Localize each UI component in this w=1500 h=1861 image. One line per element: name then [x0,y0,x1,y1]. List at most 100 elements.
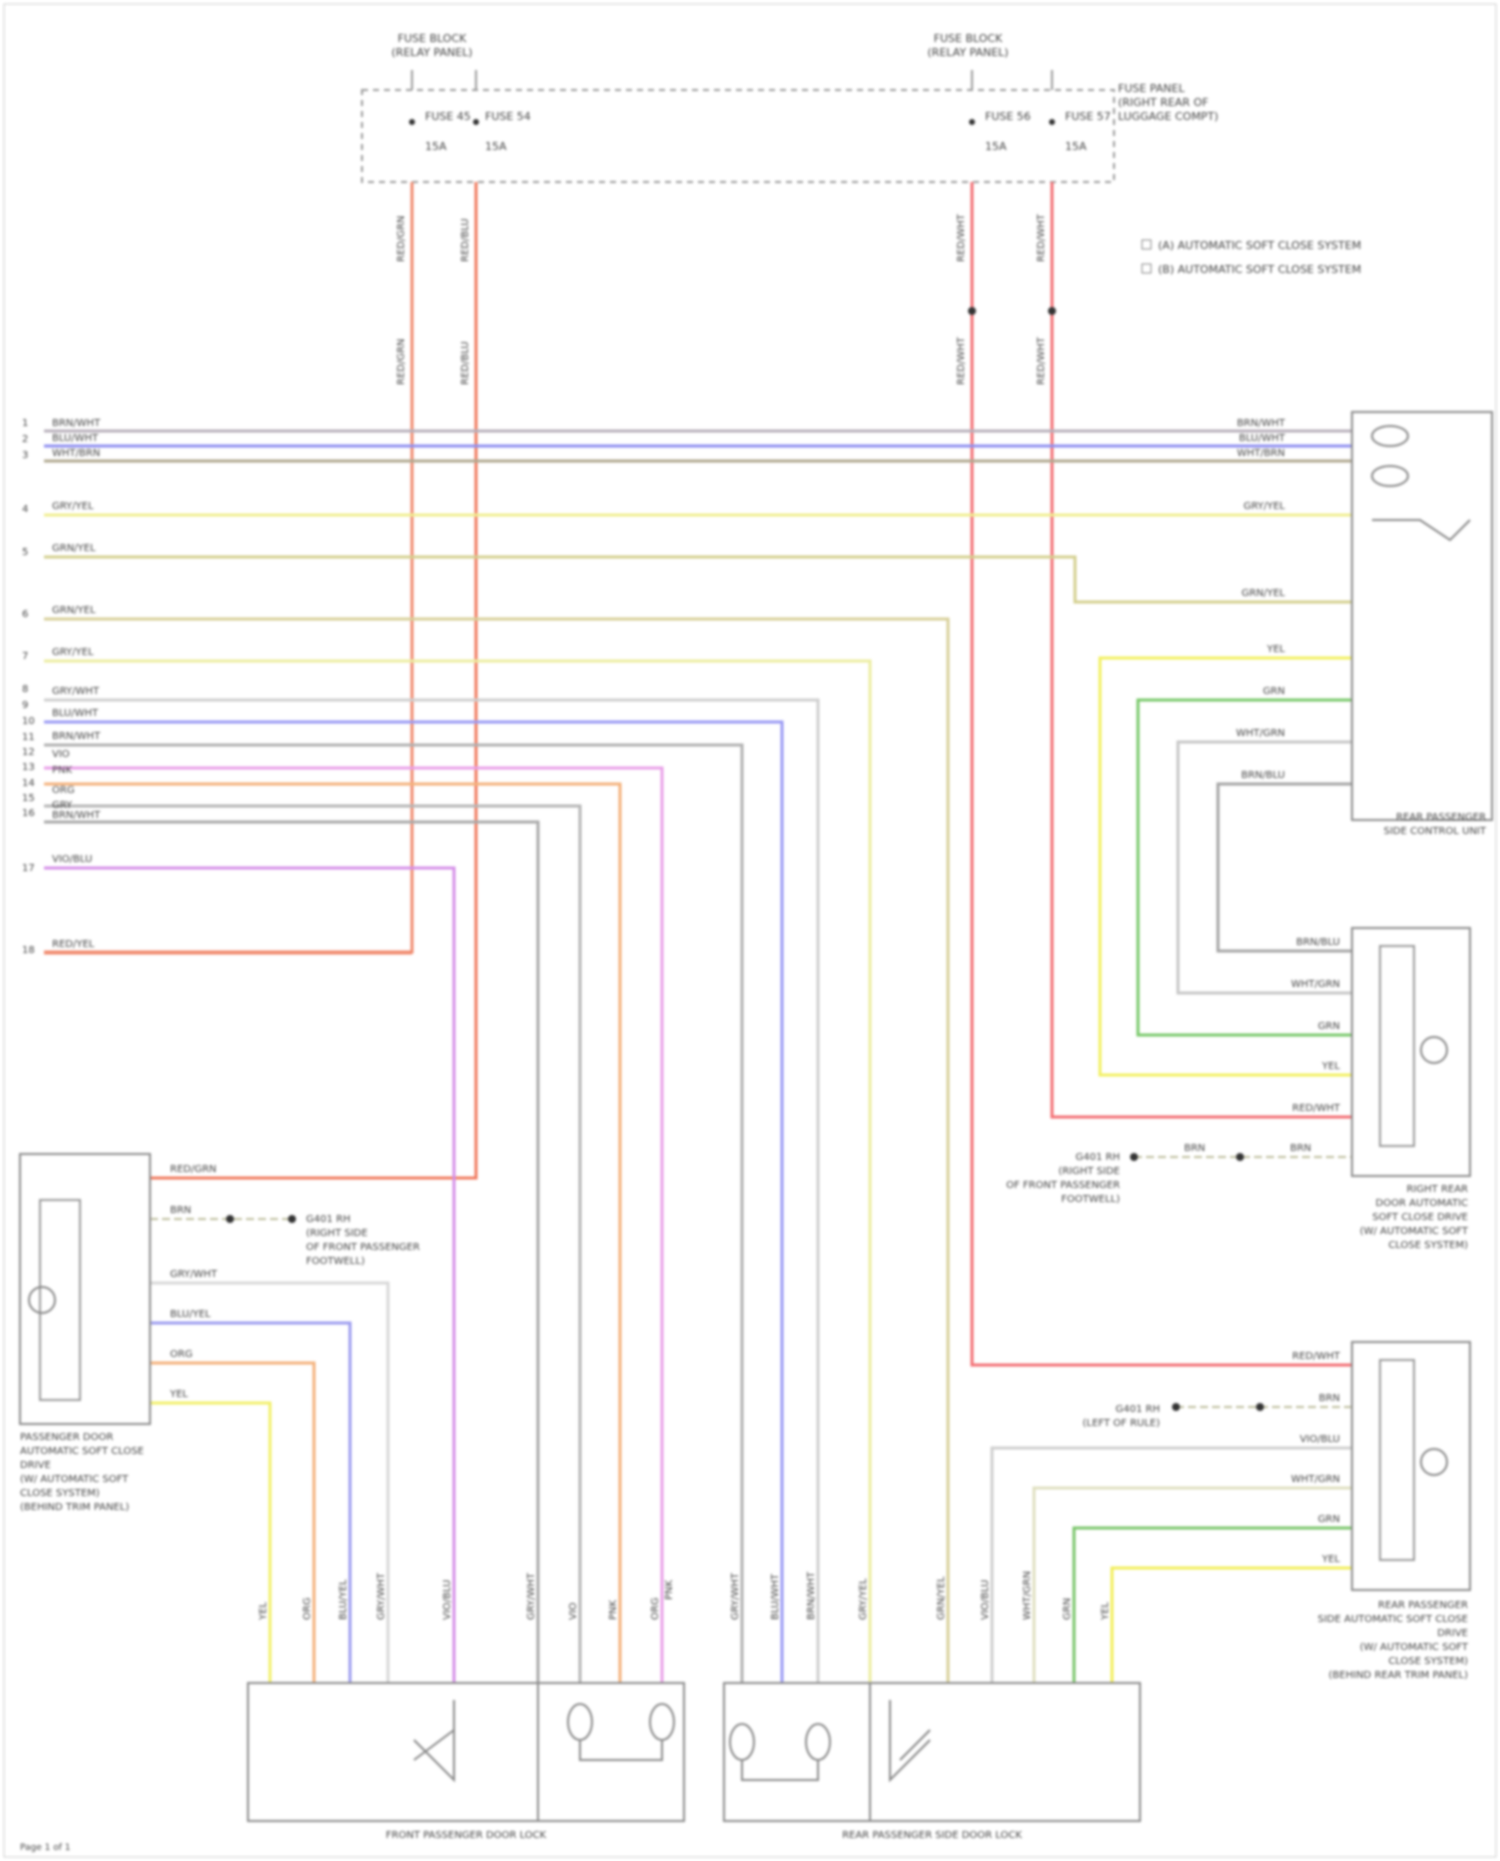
svg-text:BLU/WHT: BLU/WHT [52,433,99,444]
wire-fuse54 [150,182,476,1178]
svg-text:OF FRONT PASSENGER: OF FRONT PASSENGER [1006,1180,1120,1191]
svg-text:PNK: PNK [608,1599,619,1620]
front-passenger-door-lock: FRONT PASSENGER DOOR LOCK [248,1683,684,1841]
svg-text:LUGGAGE COMPT): LUGGAGE COMPT) [1118,110,1218,123]
svg-text:1: 1 [22,418,28,429]
svg-text:GRN/YEL: GRN/YEL [52,605,96,616]
wire-brn-right [1218,784,1352,951]
wire-fuse57 [1052,182,1352,1117]
svg-text:YEL: YEL [1321,1554,1340,1565]
connector-pin-numbers: 1 2 3 4 5 6 7 8 9 10 11 12 13 14 15 16 1… [22,418,35,956]
svg-text:15A: 15A [985,140,1007,153]
svg-text:(RIGHT SIDE: (RIGHT SIDE [1058,1166,1120,1177]
svg-text:YEL: YEL [258,1602,269,1621]
svg-text:WHT/GRN: WHT/GRN [1291,1474,1340,1485]
svg-text:BRN: BRN [170,1205,191,1216]
fuse-labels: FUSE 45 FUSE 54 15A 15A FUSE 56 FUSE 57 … [425,110,1111,153]
svg-text:GRY/YEL: GRY/YEL [52,647,94,658]
svg-text:(W/ AUTOMATIC SOFT: (W/ AUTOMATIC SOFT [1360,1226,1469,1237]
wire-bus-5 [44,557,1352,602]
wire-drop-11 [44,768,662,1683]
wire-left-2 [150,1323,350,1683]
svg-text:BRN/BLU: BRN/BLU [1296,937,1340,948]
svg-text:YEL: YEL [1100,1602,1111,1621]
svg-text:BRN/WHT: BRN/WHT [806,1571,817,1620]
svg-text:RED/WHT: RED/WHT [1292,1103,1341,1114]
svg-text:15: 15 [22,793,35,804]
page-footer: Page 1 of 1 [20,1843,71,1853]
right-bus-labels: BRN/WHT BLU/WHT WHT/BRN GRY/YEL GRN/YEL … [1236,418,1286,781]
wire-group [44,182,1352,1683]
svg-text:ORG: ORG [170,1349,193,1360]
svg-text:GRY/WHT: GRY/WHT [170,1269,218,1280]
svg-text:BRN: BRN [1290,1143,1311,1154]
svg-text:15A: 15A [425,140,447,153]
svg-text:BLU/WHT: BLU/WHT [1239,433,1286,444]
bottom-right-labels: GRY/WHT BLU/WHT BRN/WHT GRY/YEL GRN/YEL … [730,1571,1111,1621]
svg-text:DRIVE: DRIVE [1437,1628,1468,1639]
svg-text:RIGHT REAR: RIGHT REAR [1406,1184,1468,1195]
svg-text:FUSE 57: FUSE 57 [1065,110,1111,123]
svg-text:RED/BLU: RED/BLU [460,218,471,262]
fuse-drop-labels: RED/GRN RED/BLU RED/WHT RED/WHT RED/GRN … [396,213,1047,385]
svg-text:GRN/YEL: GRN/YEL [936,1576,947,1620]
svg-text:5: 5 [22,547,28,558]
svg-text:ORG: ORG [650,1597,661,1620]
svg-text:BRN: BRN [1184,1143,1205,1154]
svg-text:GRY/WHT: GRY/WHT [730,1572,741,1620]
svg-text:GRY/WHT: GRY/WHT [526,1572,537,1620]
svg-text:GRY/YEL: GRY/YEL [52,501,94,512]
svg-text:13: 13 [22,762,35,773]
svg-text:14: 14 [22,778,35,789]
fuse-block-1-header: FUSE BLOCK (RELAY PANEL) [391,32,472,59]
svg-text:4: 4 [22,504,28,515]
svg-text:YEL: YEL [1321,1061,1340,1072]
svg-text:11: 11 [22,732,35,743]
wire-drop-7 [44,661,870,1683]
svg-text:FUSE 45: FUSE 45 [425,110,471,123]
wire-drop-15 [44,868,454,1683]
svg-text:RED/GRN: RED/GRN [396,215,407,262]
svg-text:SOFT CLOSE DRIVE: SOFT CLOSE DRIVE [1372,1212,1468,1223]
svg-text:GRN: GRN [1318,1021,1340,1032]
svg-text:DRIVE: DRIVE [20,1460,51,1471]
svg-text:BRN/WHT: BRN/WHT [52,418,101,429]
svg-text:FUSE 56: FUSE 56 [985,110,1031,123]
svg-text:(RIGHT SIDE: (RIGHT SIDE [306,1228,368,1239]
svg-text:SIDE AUTOMATIC SOFT CLOSE: SIDE AUTOMATIC SOFT CLOSE [1318,1614,1468,1625]
svg-text:BRN/WHT: BRN/WHT [1237,418,1286,429]
svg-text:VIO: VIO [568,1602,579,1620]
svg-text:10: 10 [22,716,35,727]
wire-left-4 [150,1403,270,1683]
svg-text:WHT/GRN: WHT/GRN [1236,728,1285,739]
svg-text:18: 18 [22,945,35,956]
ground-g1: G401 RH (RIGHT SIDE OF FRONT PASSENGER F… [1006,1152,1120,1205]
wire-drop-6 [44,619,948,1683]
svg-text:(W/ AUTOMATIC SOFT: (W/ AUTOMATIC SOFT [20,1474,129,1485]
svg-text:15A: 15A [1065,140,1087,153]
svg-text:RED/YEL: RED/YEL [52,939,95,950]
svg-text:GRN: GRN [1318,1514,1340,1525]
svg-text:(RELAY PANEL): (RELAY PANEL) [391,46,472,59]
svg-text:ORG: ORG [52,785,75,796]
svg-text:(A) AUTOMATIC SOFT CLOSE SYSTE: (A) AUTOMATIC SOFT CLOSE SYSTEM [1158,239,1361,252]
svg-text:WHT/BRN: WHT/BRN [52,448,100,459]
svg-text:DOOR AUTOMATIC: DOOR AUTOMATIC [1376,1198,1468,1209]
svg-text:G401 RH: G401 RH [306,1214,350,1225]
svg-text:(B) AUTOMATIC SOFT CLOSE SYSTE: (B) AUTOMATIC SOFT CLOSE SYSTEM [1158,263,1361,276]
svg-text:(RIGHT REAR OF: (RIGHT REAR OF [1118,96,1208,109]
svg-text:CLOSE SYSTEM): CLOSE SYSTEM) [1388,1240,1468,1251]
svg-text:YEL: YEL [1266,644,1285,655]
passenger-door-soft-close-drive: RED/GRN BRN GRY/WHT BLU/YEL ORG YEL PASS… [20,1154,218,1513]
svg-text:G401 RH: G401 RH [1076,1152,1120,1163]
wire-fuse45 [44,182,412,952]
rear-passenger-side-soft-close-drive: RED/WHT BRN VIO/BLU WHT/GRN GRN YEL REAR… [1291,1342,1470,1681]
wire-left-3 [150,1363,314,1683]
svg-text:OF FRONT PASSENGER: OF FRONT PASSENGER [306,1242,420,1253]
svg-text:(W/ AUTOMATIC SOFT: (W/ AUTOMATIC SOFT [1360,1642,1469,1653]
fuse-block-2-header: FUSE BLOCK (RELAY PANEL) [927,32,1008,59]
right-rear-door-soft-close-drive: BRN/BLU WHT/GRN GRN YEL RED/WHT BRN BRN … [1184,928,1470,1251]
svg-text:BLU/WHT: BLU/WHT [52,708,99,719]
fuse-panel-note: FUSE PANEL (RIGHT REAR OF LUGGAGE COMPT) [1118,82,1218,123]
